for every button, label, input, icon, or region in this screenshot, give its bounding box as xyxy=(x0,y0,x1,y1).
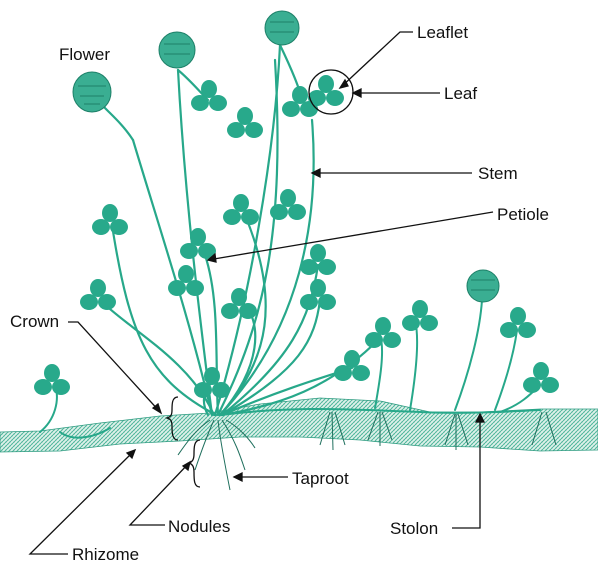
label-leaf: Leaf xyxy=(444,84,477,103)
label-crown: Crown xyxy=(10,312,59,331)
label-rhizome: Rhizome xyxy=(72,545,139,564)
label-flower: Flower xyxy=(59,45,110,64)
label-leaflet: Leaflet xyxy=(417,23,468,42)
label-stolon: Stolon xyxy=(390,519,438,538)
label-stem: Stem xyxy=(478,164,518,183)
label-nodules: Nodules xyxy=(168,517,230,536)
soil-surface xyxy=(0,398,598,452)
label-petiole: Petiole xyxy=(497,205,549,224)
nodules-brace xyxy=(189,440,200,487)
label-taproot: Taproot xyxy=(292,469,349,488)
